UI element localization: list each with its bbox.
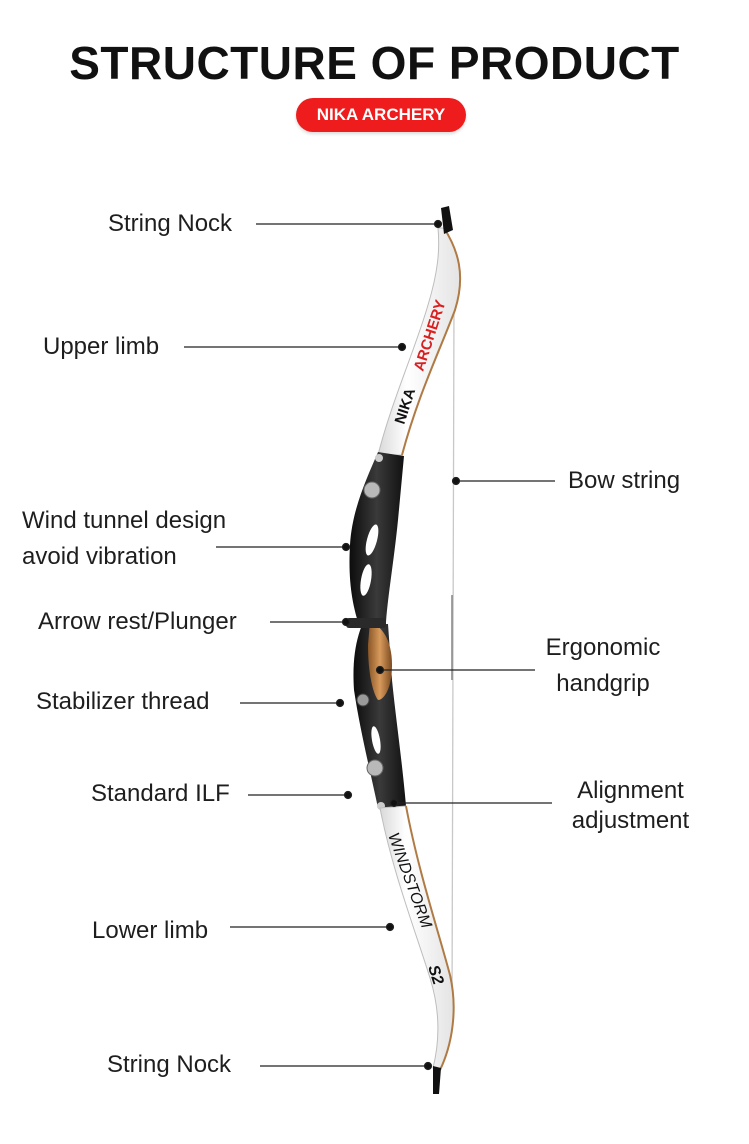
leader-dot — [341, 542, 351, 552]
label-wind-tunnel-line1: Wind tunnel design — [22, 507, 227, 534]
label-ergonomic-line2: handgrip — [556, 670, 650, 697]
limb-bolt-bottom — [366, 759, 384, 777]
riser-lower — [353, 624, 406, 808]
leader-dot — [343, 790, 353, 800]
lower-limb-code-print: S2 — [424, 963, 446, 987]
label-lower-limb: Lower limb — [92, 917, 209, 944]
leader-dot — [341, 617, 351, 627]
label-upper-limb: Upper limb — [43, 333, 160, 360]
label-bow-string: Bow string — [568, 467, 681, 494]
label-alignment-line1: Alignment — [577, 777, 684, 804]
label-ergonomic-handgrip: Ergonomic handgrip — [528, 630, 678, 702]
label-arrow-rest: Arrow rest/Plunger — [38, 608, 237, 635]
leader-dot — [375, 665, 385, 675]
ergonomic-handgrip — [368, 622, 392, 700]
stabilizer-thread — [356, 693, 370, 707]
label-alignment-line2: adjustment — [571, 807, 690, 834]
bow-string — [451, 297, 455, 1011]
arrow-rest — [346, 618, 386, 628]
wind-tunnel-cutout — [365, 524, 379, 556]
string-nock-bottom — [433, 1066, 441, 1094]
leader-dot — [451, 476, 461, 486]
upper-limb-edge — [401, 227, 462, 456]
leader-dot — [335, 698, 345, 708]
label-ergonomic-line1: Ergonomic — [545, 634, 661, 661]
riser-screw — [375, 454, 383, 462]
leader-dot — [397, 342, 407, 352]
leader-dot — [389, 798, 399, 808]
string-nock-top — [441, 206, 453, 234]
label-stabilizer-thread: Stabilizer thread — [36, 688, 210, 715]
label-string-nock-top: String Nock — [108, 210, 233, 237]
wind-tunnel-cutout — [360, 564, 372, 596]
leader-dot — [423, 1061, 433, 1071]
brand-badge: NIKA ARCHERY — [296, 98, 466, 132]
lower-limb-edge — [405, 805, 455, 1071]
label-standard-ilf: Standard ILF — [91, 780, 230, 807]
label-wind-tunnel: Wind tunnel design avoid vibration — [22, 503, 226, 575]
leader-dot — [433, 219, 443, 229]
wind-tunnel-cutout — [371, 726, 381, 754]
label-alignment-adjustment: Alignment adjustment — [558, 776, 703, 836]
leader-dot — [385, 922, 395, 932]
page-title: STRUCTURE OF PRODUCT — [69, 37, 680, 89]
limb-bolt-top — [363, 481, 381, 499]
label-string-nock-bottom: String Nock — [107, 1051, 232, 1078]
label-wind-tunnel-line2: avoid vibration — [22, 543, 177, 570]
